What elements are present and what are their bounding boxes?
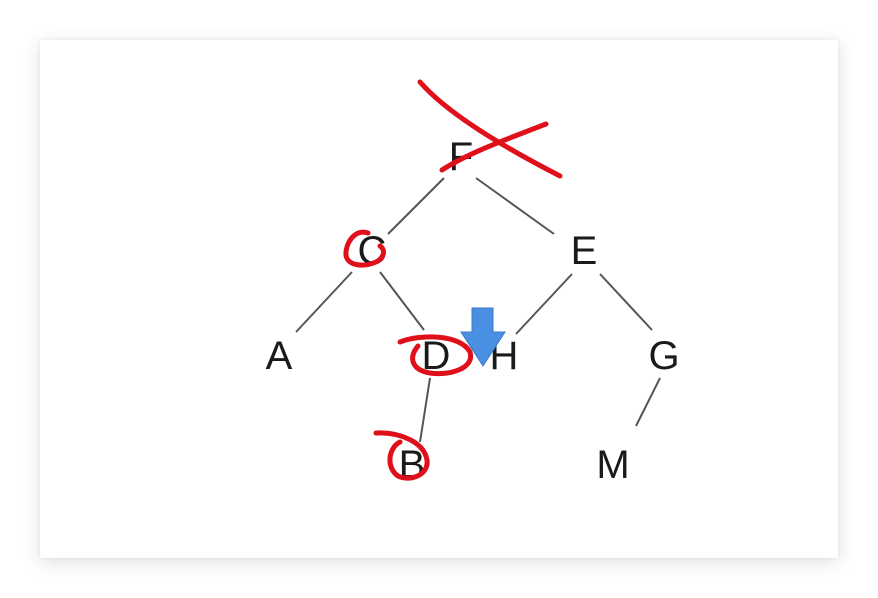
edge-e-h (515, 273, 573, 335)
circle-mark-c (343, 229, 386, 268)
node-g: G (648, 334, 679, 378)
node-a: A (266, 334, 293, 378)
edge-c-d (379, 271, 425, 331)
edge-e-g (599, 273, 653, 331)
circle-mark-b (373, 430, 430, 481)
node-e: E (571, 229, 598, 273)
edge-g-m (635, 377, 661, 427)
down-arrow-icon (460, 307, 506, 367)
cross-out-mark (417, 79, 563, 179)
tree-edges (295, 177, 661, 443)
edge-f-c (387, 177, 445, 235)
edge-c-a (295, 271, 353, 333)
cross-out-mark (439, 121, 549, 173)
circle-mark-d (397, 334, 474, 377)
edge-d-b (419, 377, 431, 443)
node-m: M (596, 443, 629, 487)
edge-f-e (475, 177, 555, 235)
ink-annotations (343, 79, 563, 481)
